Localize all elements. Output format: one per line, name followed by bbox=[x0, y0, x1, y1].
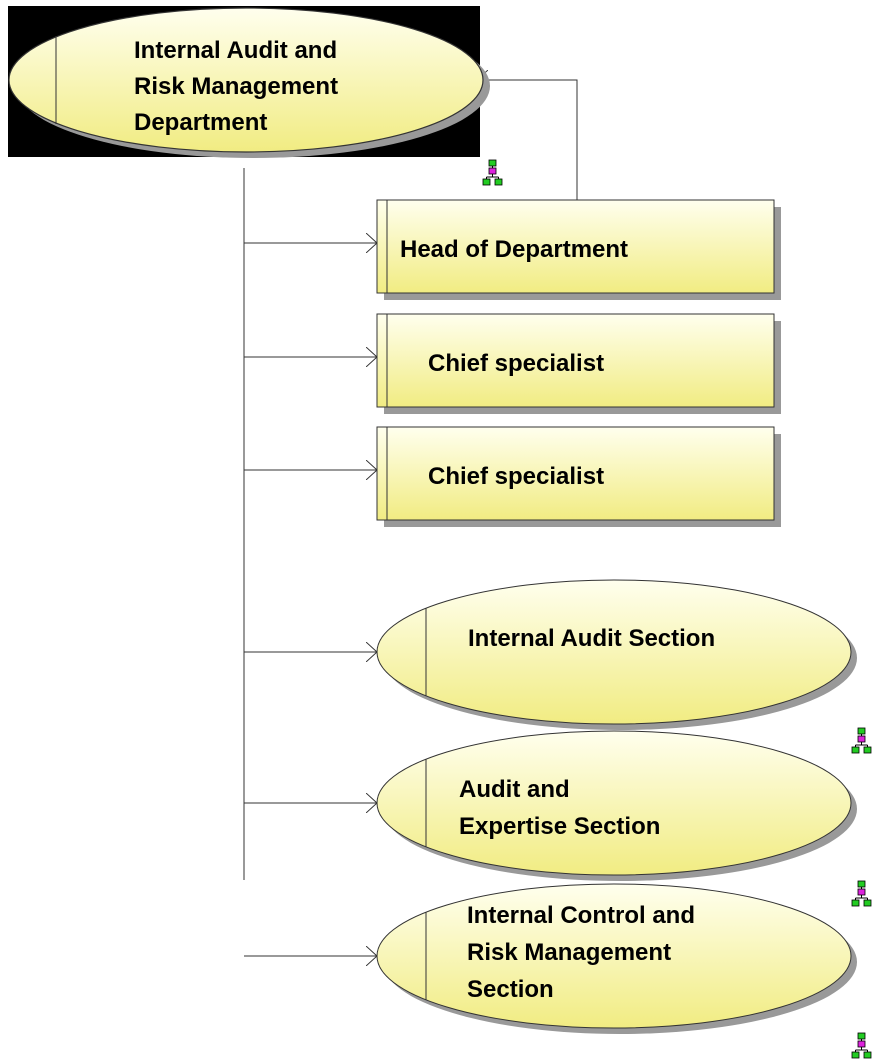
position-label-chief-specialist-2: Chief specialist bbox=[428, 463, 604, 490]
position-box-chief-specialist-2[interactable]: Chief specialist bbox=[376, 426, 781, 527]
position-label-chief-specialist-1: Chief specialist bbox=[428, 350, 604, 377]
root-node-label-line-1: Internal Audit and bbox=[134, 37, 337, 64]
section-node-internal-control[interactable]: Internal Control and Risk Management Sec… bbox=[376, 883, 857, 1034]
org-chart-icon-box bbox=[857, 727, 866, 735]
section-label-internal-audit: Internal Audit Section bbox=[468, 625, 715, 652]
org-chart-icon-box bbox=[851, 899, 860, 907]
root-node-label-line-2: Risk Management bbox=[134, 73, 338, 100]
section-label-line-1: Internal Control and bbox=[467, 902, 695, 929]
connectors bbox=[243, 80, 578, 956]
section-node-shape[interactable] bbox=[376, 579, 852, 725]
position-label-head-of-department: Head of Department bbox=[400, 236, 628, 263]
org-chart-icon-box bbox=[851, 1051, 860, 1059]
position-box-shape[interactable] bbox=[376, 313, 775, 408]
section-label-line-2: Expertise Section bbox=[459, 813, 660, 840]
root-node-label: Internal Audit and Risk Management Depar… bbox=[134, 37, 345, 136]
connector-head-to-root bbox=[477, 80, 578, 200]
org-chart-icon-box bbox=[857, 880, 866, 888]
section-node-shape[interactable] bbox=[376, 883, 852, 1029]
org-chart-icon-lines bbox=[855, 1039, 868, 1052]
org-chart-icon[interactable] bbox=[851, 727, 872, 754]
position-label-line-1: Chief specialist bbox=[428, 463, 604, 490]
org-chart-icon-box bbox=[863, 899, 872, 907]
org-chart-icon-box bbox=[857, 1032, 866, 1040]
root-node[interactable]: Internal Audit and Risk Management Depar… bbox=[8, 6, 490, 158]
section-label-line-2: Risk Management bbox=[467, 939, 671, 966]
org-chart-icon-lines bbox=[855, 734, 868, 747]
section-label-line-1: Internal Audit Section bbox=[468, 625, 715, 652]
section-node-audit-expertise[interactable]: Audit and Expertise Section bbox=[376, 730, 857, 881]
org-chart-icon-box bbox=[857, 735, 866, 743]
org-chart-icon-lines bbox=[486, 166, 499, 179]
position-box-head-of-department[interactable]: Head of Department bbox=[376, 199, 781, 300]
org-chart-icon[interactable] bbox=[851, 880, 872, 907]
org-chart-icon-box bbox=[863, 746, 872, 754]
org-chart-icon-box bbox=[482, 178, 491, 186]
org-chart-icon-lines bbox=[855, 887, 868, 900]
section-label-line-3: Section bbox=[467, 976, 554, 1003]
root-node-label-line-3: Department bbox=[134, 109, 267, 136]
section-node-internal-audit[interactable]: Internal Audit Section bbox=[376, 579, 857, 730]
org-chart-icon-box bbox=[851, 746, 860, 754]
position-box-shape[interactable] bbox=[376, 426, 775, 521]
org-chart-icons bbox=[482, 159, 872, 1059]
org-chart-icon-box bbox=[494, 178, 503, 186]
section-label-line-1: Audit and bbox=[459, 776, 570, 803]
position-box-chief-specialist-1[interactable]: Chief specialist bbox=[376, 313, 781, 414]
org-chart-icon-box bbox=[857, 888, 866, 896]
org-chart-icon-box bbox=[488, 167, 497, 175]
position-label-line-1: Chief specialist bbox=[428, 350, 604, 377]
org-chart-icon-box bbox=[857, 1040, 866, 1048]
org-chart-icon-box bbox=[488, 159, 497, 167]
section-label-audit-expertise: Audit and Expertise Section bbox=[459, 776, 660, 840]
org-chart-icon-box bbox=[863, 1051, 872, 1059]
section-node-shape[interactable] bbox=[376, 730, 852, 876]
org-chart-icon[interactable] bbox=[851, 1032, 872, 1059]
position-box-shape[interactable] bbox=[376, 199, 775, 294]
section-label-internal-control: Internal Control and Risk Management Sec… bbox=[467, 902, 702, 1003]
root-node-shape[interactable] bbox=[8, 7, 484, 153]
position-label-line-1: Head of Department bbox=[400, 236, 628, 263]
org-chart-icon[interactable] bbox=[482, 159, 503, 186]
